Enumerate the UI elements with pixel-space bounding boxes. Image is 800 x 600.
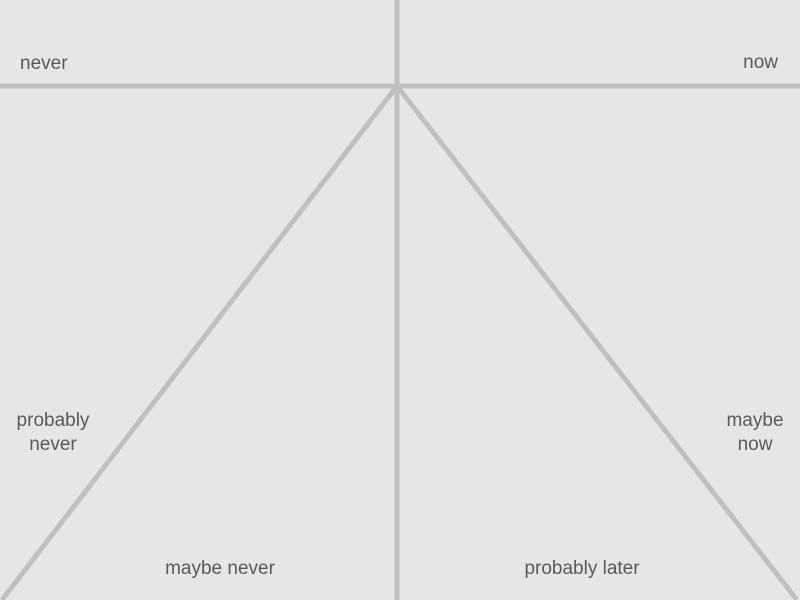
left-diagonal <box>2 86 397 600</box>
label-probably-never-line1: probably <box>8 409 98 433</box>
label-maybe-now: maybe now <box>714 409 796 457</box>
label-now: now <box>700 51 778 75</box>
label-probably-later: probably later <box>502 557 662 581</box>
right-diagonal <box>397 86 797 600</box>
label-probably-never-line2: never <box>8 433 98 457</box>
label-maybe-never: maybe never <box>140 557 300 581</box>
label-probably-never: probably never <box>8 409 98 457</box>
label-maybe-now-line2: now <box>714 433 796 457</box>
label-never: never <box>20 52 68 76</box>
label-maybe-now-line1: maybe <box>714 409 796 433</box>
